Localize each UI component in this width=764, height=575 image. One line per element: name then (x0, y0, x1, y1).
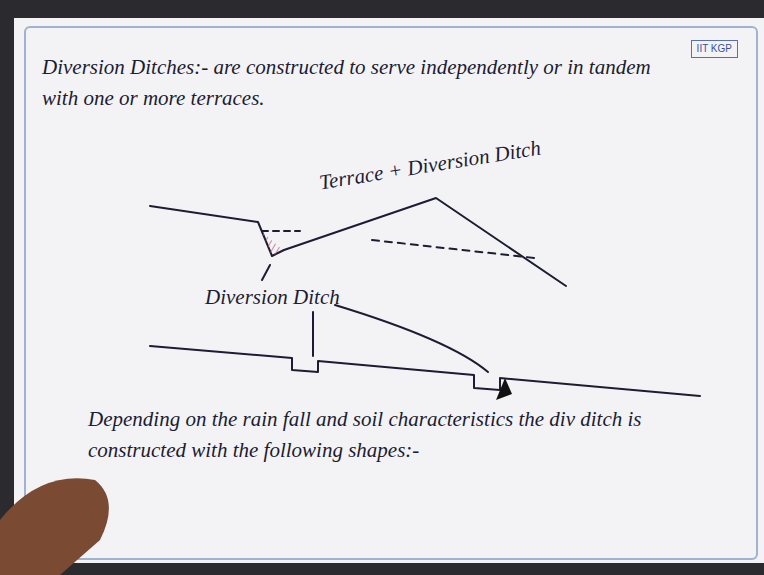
stamp-text: IIT KGP (697, 43, 732, 54)
title: Diversion Ditches:- (42, 55, 208, 79)
logo-stamp: IIT KGP (691, 40, 738, 58)
note-text: Depending on the rain fall and soil char… (88, 407, 642, 462)
note-text: Depending on the rain fall and soil char… (88, 404, 688, 466)
leader-label: Diversion Ditch (205, 285, 340, 309)
leader-label: Diversion Ditch (205, 282, 340, 313)
heading-paragraph: Diversion Ditches:- are constructed to s… (42, 52, 692, 114)
